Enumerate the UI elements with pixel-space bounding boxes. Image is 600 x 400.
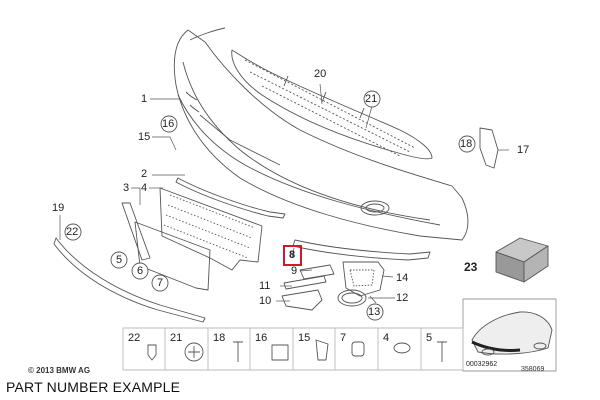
strip-label-15: 15	[298, 332, 311, 344]
trim-strip-2[interactable]	[175, 177, 286, 219]
drawing-number: 358069	[521, 366, 545, 373]
callout-12: 12	[396, 292, 409, 304]
callout-16: 16	[162, 118, 175, 130]
callout-7: 7	[157, 277, 164, 289]
callout-8[interactable]: 8	[289, 249, 296, 261]
callout-19: 19	[52, 202, 65, 214]
strip-label-4: 4	[383, 332, 390, 344]
bracket-17[interactable]	[479, 127, 499, 169]
strip-label-18: 18	[213, 332, 226, 344]
callout-23: 23	[464, 260, 478, 274]
plate-holder[interactable]	[134, 221, 211, 291]
callout-5: 5	[116, 254, 123, 266]
callout-3: 3	[123, 182, 130, 194]
callout-17: 17	[517, 144, 530, 156]
callout-4: 4	[141, 182, 148, 194]
callout-14: 14	[396, 272, 409, 284]
callout-10: 10	[259, 295, 272, 307]
strip-label-5: 5	[426, 332, 433, 344]
front-spoiler-8[interactable]	[292, 239, 431, 261]
callout-22: 22	[66, 226, 79, 238]
caption: PART NUMBER EXAMPLE	[6, 379, 181, 395]
part-23-box[interactable]	[495, 237, 549, 283]
inset-number: 00032962	[466, 361, 498, 368]
callout-20: 20	[314, 68, 327, 80]
bumper-cover[interactable]	[173, 27, 469, 241]
cover-9[interactable]	[299, 264, 335, 280]
center-grille[interactable]	[231, 49, 433, 160]
callout-2: 2	[141, 168, 148, 180]
callout-13: 13	[368, 306, 381, 318]
callout-18: 18	[460, 138, 473, 150]
strip-label-22: 22	[128, 332, 141, 344]
callout-9: 9	[291, 265, 298, 277]
copyright: © 2013 BMW AG	[28, 366, 91, 375]
ring-12[interactable]	[337, 289, 367, 307]
bracket-10[interactable]	[281, 289, 323, 311]
callout-11: 11	[259, 280, 271, 292]
license-plate-base[interactable]	[121, 187, 263, 271]
highlight-box-8	[283, 245, 302, 266]
foglamp-grille-14[interactable]	[342, 261, 385, 297]
strip-label-7: 7	[340, 332, 347, 344]
callout-15: 15	[138, 131, 151, 143]
callout-1: 1	[141, 93, 148, 105]
car-inset	[462, 298, 557, 372]
strip-label-16: 16	[255, 332, 268, 344]
callout-6: 6	[137, 265, 144, 277]
callout-21: 21	[365, 93, 378, 105]
strip-label-21: 21	[170, 332, 183, 344]
parts-strip	[122, 327, 464, 371]
lower-trim-19[interactable]	[53, 237, 206, 323]
bracket-11[interactable]	[283, 275, 327, 290]
